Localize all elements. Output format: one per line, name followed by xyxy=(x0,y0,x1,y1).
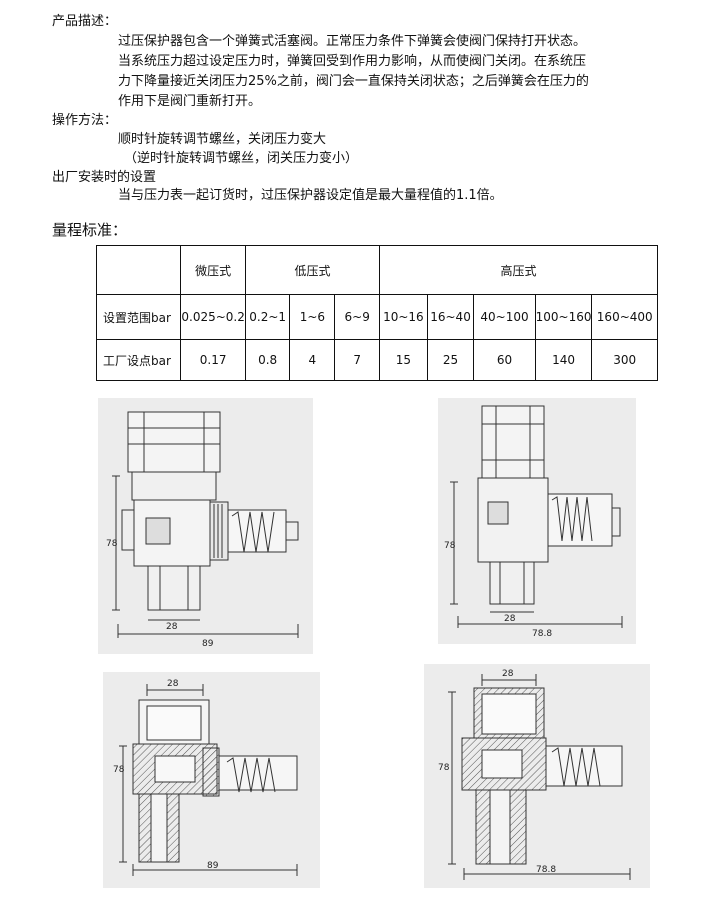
setpoint-cell: 7 xyxy=(334,339,381,381)
setpoint-cell: 4 xyxy=(289,339,336,381)
range-cell: 1~6 xyxy=(289,294,336,340)
range-title: 量程标准： xyxy=(52,221,128,239)
factory-line: 当与压力表一起订货时，过压保护器设定值是最大量程值的1.1倍。 xyxy=(118,188,503,203)
d3-top-width-label: 28 xyxy=(167,679,179,689)
drawing-exterior-89: 78 28 89 xyxy=(98,398,313,654)
table-corner-cell xyxy=(95,245,182,295)
description-line-4: 作用下是阀门重新打开。 xyxy=(118,94,262,109)
range-cell: 40~100 xyxy=(473,294,536,340)
d3-height-label: 78 xyxy=(113,765,125,775)
d1-height-label: 78 xyxy=(106,539,118,549)
group-low: 低压式 xyxy=(244,245,381,295)
d4-height-label: 78 xyxy=(438,763,450,773)
group-micro: 微压式 xyxy=(180,245,246,295)
range-cell: 100~160 xyxy=(534,294,593,340)
range-cell: 10~16 xyxy=(379,294,428,340)
description-line-1: 过压保护器包含一个弹簧式活塞阀。正常压力条件下弹簧会使阀门保持打开状态。 xyxy=(118,34,587,49)
setpoint-cell: 140 xyxy=(534,339,593,381)
row-label-range: 设置范围bar xyxy=(95,294,182,340)
group-high: 高压式 xyxy=(379,245,658,295)
setpoint-cell: 0.8 xyxy=(244,339,291,381)
d2-height-label: 78 xyxy=(444,541,456,551)
setpoint-cell: 0.17 xyxy=(180,339,246,381)
table-row: 设置范围bar 0.025~0.2 0.2~1 1~6 6~9 10~16 16… xyxy=(95,294,658,340)
operation-line-2: （逆时针旋转调节螺丝，闭关压力变小） xyxy=(124,151,359,166)
row-label-setpoint: 工厂设点bar xyxy=(95,339,182,381)
range-cell: 160~400 xyxy=(591,294,658,340)
operation-heading: 操作方法： xyxy=(52,113,118,128)
d1-total-width-label: 89 xyxy=(202,639,214,649)
setpoint-cell: 25 xyxy=(426,339,475,381)
operation-line-1: 顺时针旋转调节螺丝，关闭压力变大 xyxy=(118,132,327,147)
d4-total-width-label: 78.8 xyxy=(536,865,556,875)
setpoint-cell: 15 xyxy=(379,339,428,381)
range-cell: 0.2~1 xyxy=(244,294,291,340)
description-line-2: 当系统压力超过设定压力时，弹簧回受到作用力影响，从而使阀门关闭。在系统压 xyxy=(118,54,587,69)
range-cell: 0.025~0.2 xyxy=(180,294,246,340)
table-row: 工厂设点bar 0.17 0.8 4 7 15 25 60 140 300 xyxy=(95,339,658,381)
setpoint-cell: 60 xyxy=(473,339,536,381)
drawing-exterior-78-8: 78 28 78.8 xyxy=(438,398,636,644)
drawing-section-78-8: 28 78 78.8 xyxy=(424,664,650,888)
range-table: 微压式 低压式 高压式 设置范围bar 0.025~0.2 0.2~1 1~6 … xyxy=(95,245,658,381)
drawing-section-89: 28 78 89 xyxy=(103,672,320,888)
d2-total-width-label: 78.8 xyxy=(532,629,552,639)
d3-total-width-label: 89 xyxy=(207,861,219,871)
d1-inner-width-label: 28 xyxy=(166,622,178,632)
description-heading: 产品描述： xyxy=(52,14,118,29)
range-cell: 6~9 xyxy=(334,294,381,340)
d2-inner-width-label: 28 xyxy=(504,614,516,624)
factory-heading: 出厂安装时的设置 xyxy=(52,170,157,185)
d4-top-width-label: 28 xyxy=(502,669,514,679)
description-line-3: 力下降量接近关闭压力25%之前，阀门会一直保持关闭状态；之后弹簧会在压力的 xyxy=(118,74,589,89)
setpoint-cell: 300 xyxy=(591,339,658,381)
range-cell: 16~40 xyxy=(426,294,475,340)
table-header-row: 微压式 低压式 高压式 xyxy=(95,245,658,295)
